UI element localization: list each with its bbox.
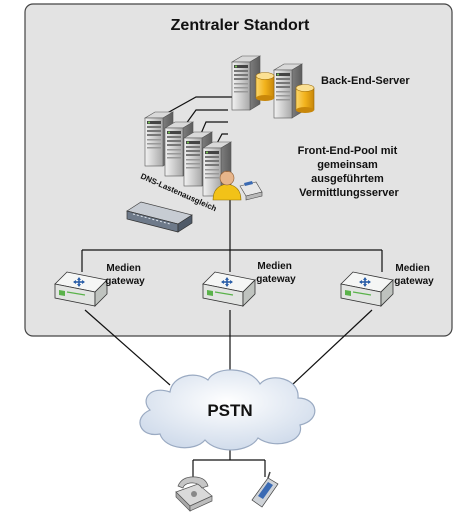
front-end-pool-label: Front-End-Pool mit gemeinsam ausgeführte… <box>298 145 401 199</box>
database-icon <box>255 72 275 101</box>
pstn-label: PSTN <box>207 401 252 420</box>
load-balancer-device <box>126 201 193 233</box>
pstn-cloud <box>139 369 316 451</box>
connection-lines <box>81 96 383 477</box>
telephone-icon <box>175 476 213 512</box>
desk-phone-icon <box>239 181 263 201</box>
user-icon <box>212 170 242 201</box>
media-gateway-3-label: Medien gateway <box>394 263 434 287</box>
database-icon <box>295 84 315 113</box>
back-end-server-label: Back-End-Server <box>321 75 410 87</box>
back-end-server-group <box>231 55 315 119</box>
central-site-box <box>24 3 453 337</box>
site-title: Zentraler Standort <box>171 17 310 34</box>
mobile-phone-icon <box>251 471 279 508</box>
media-gateway-1-label: Medien gateway <box>105 263 145 287</box>
media-gateway-2-label: Medien gateway <box>256 261 296 285</box>
